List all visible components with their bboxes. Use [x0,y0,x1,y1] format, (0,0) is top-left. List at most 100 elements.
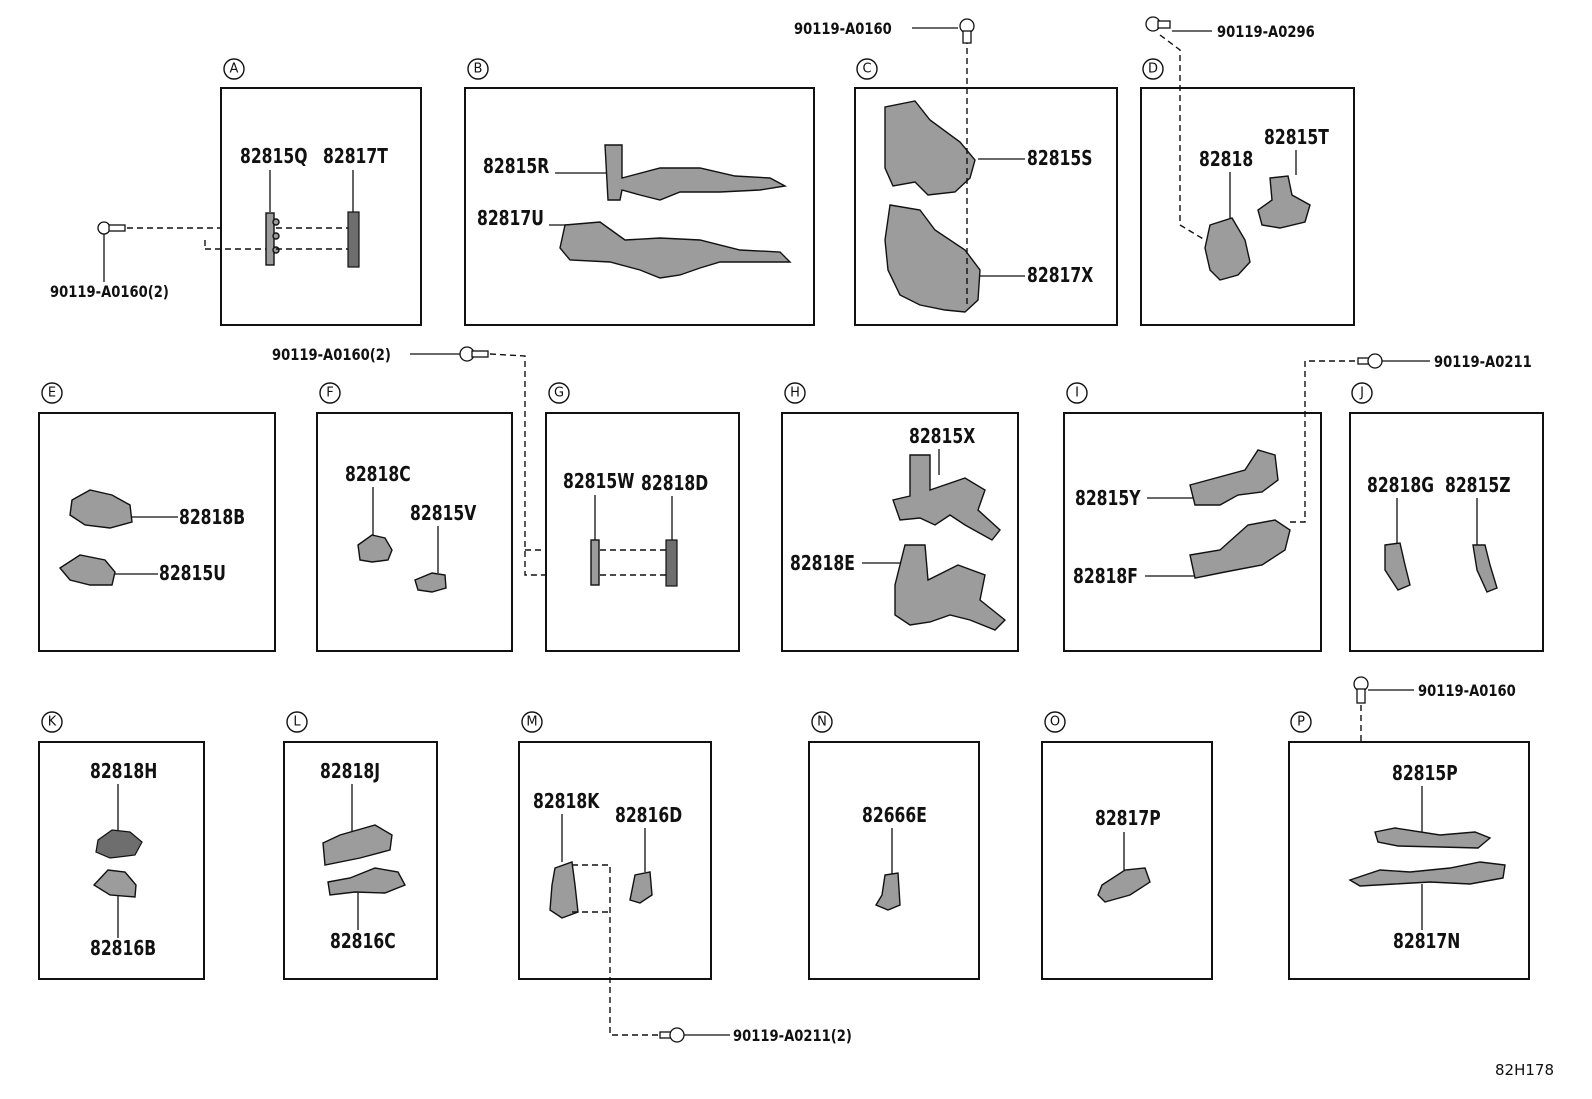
section-b-frame [464,87,815,326]
section-g: G 82815W 82818D [545,382,740,652]
part-82666e-shape [874,872,901,911]
part-82817n-shape [1348,861,1506,887]
section-a-letter: A [230,62,239,77]
part-82816d-shape [629,871,653,904]
part-label-82815z: 82815Z [1445,474,1511,497]
diagram-id: 82H178 [1495,1061,1554,1079]
section-g-frame [545,412,740,652]
part-label-82815y: 82815Y [1075,487,1141,510]
part-label-82815v: 82815V [410,502,476,525]
part-label-82816c: 82816C [330,930,396,953]
section-j: J 82818G 82815Z [1349,382,1544,652]
section-j-frame [1349,412,1544,652]
part-label-82817x: 82817X [1027,264,1093,287]
part-82815p-shape [1374,827,1492,849]
part-label-82815x: 82815X [909,425,975,448]
part-82818d-shape [665,539,678,587]
section-f-letter: F [326,386,333,401]
part-82818e-shape [894,544,1007,631]
bolt-90119-a0296-d: 90119-A0296 [1145,16,1315,42]
part-82818g-shape [1384,542,1411,591]
bolt-90119-a0160-2-a: 90119-A0160(2) [50,221,221,302]
part-label-82818h: 82818H [90,760,157,783]
section-b: B 82815R 82817U [464,58,815,326]
part-label-82818e: 82818E [790,552,855,575]
bolt-label-g: 90119-A0160(2) [272,346,391,365]
part-82818-shape [1204,217,1251,281]
section-f: F 82818C 82815V [316,382,513,652]
part-82816b-shape [92,869,137,898]
part-label-82818b: 82818B [179,506,245,529]
part-82817t-shape [347,211,360,268]
part-label-82818: 82818 [1199,148,1253,171]
section-a-frame [220,87,422,326]
bolt-90119-a0211-j: 90119-A0211 [1290,353,1532,523]
section-e-frame [38,412,276,652]
section-o-frame [1041,741,1213,980]
part-label-82817t: 82817T [323,145,389,168]
part-82818k-shape [549,861,579,919]
bolt-label-j: 90119-A0211 [1434,353,1532,372]
section-b-letter: B [474,62,483,77]
part-82816c-shape [327,867,406,896]
section-k: K 82818H 82816B [38,711,205,980]
part-label-82666e: 82666E [862,804,927,827]
section-h-letter: H [790,386,800,401]
section-m-frame [518,741,712,980]
part-82818b-shape [69,489,133,529]
section-i-letter: I [1075,386,1079,401]
section-n-frame [808,741,980,980]
part-label-82818j: 82818J [320,760,380,783]
part-82817p-shape [1097,867,1151,903]
section-c: C 82815S 82817X [854,38,1118,326]
part-82815z-shape [1472,544,1498,593]
section-d-letter: D [1148,62,1158,77]
section-d: D 82818 82815T [1140,34,1355,326]
part-82815v-shape [414,572,447,593]
section-h: H 82815X 82818E [781,382,1019,652]
section-n: N 82666E [808,711,980,980]
part-82815y-shape [1189,449,1279,506]
part-label-82815r: 82815R [483,155,549,178]
part-82818j-shape [322,824,393,866]
part-label-82818k: 82818K [533,790,600,813]
part-label-82818g: 82818G [1367,474,1434,497]
section-a: A 82815Q 82817T [204,58,422,326]
part-label-82816d: 82816D [615,804,682,827]
section-j-letter: J [1359,386,1364,401]
part-label-82817u: 82817U [477,207,544,230]
section-m-letter: M [526,715,537,730]
section-m: M 82818K 82816D [518,711,712,1036]
part-label-82816b: 82816B [90,937,156,960]
part-label-82815w: 82815W [563,470,635,493]
part-82818f-shape [1189,519,1291,579]
bolt-90119-a0211-2-m: 90119-A0211(2) [659,1027,852,1046]
part-82815t-shape [1257,175,1311,229]
part-label-82817p: 82817P [1095,807,1161,830]
part-82818h-shape [95,829,143,859]
part-label-82818c: 82818C [345,463,411,486]
part-82815s-shape [884,100,976,196]
part-82815w-shape [590,539,600,586]
bolt-label-d: 90119-A0296 [1217,23,1315,42]
section-l-frame [283,741,438,980]
bolt-label-m: 90119-A0211(2) [733,1027,852,1046]
section-n-letter: N [817,715,827,730]
part-label-82815t: 82815T [1264,126,1330,149]
part-label-82815q: 82815Q [240,145,307,168]
part-label-82817n: 82817N [1393,930,1460,953]
section-i: I 82815Y 82818F [1063,382,1322,652]
part-82815x-shape [892,454,1001,541]
part-82817u-shape [559,221,792,279]
section-o: O 82817P [1041,711,1213,980]
part-label-82815u: 82815U [159,562,226,585]
bolt-label-a: 90119-A0160(2) [50,283,169,302]
section-p-letter: P [1297,715,1305,730]
part-82815u-shape [58,554,116,586]
section-e-letter: E [48,386,56,401]
part-82815r-shape [604,144,788,201]
bolt-label-p: 90119-A0160 [1418,682,1516,701]
part-label-82818d: 82818D [641,472,708,495]
section-g-letter: G [554,386,564,401]
